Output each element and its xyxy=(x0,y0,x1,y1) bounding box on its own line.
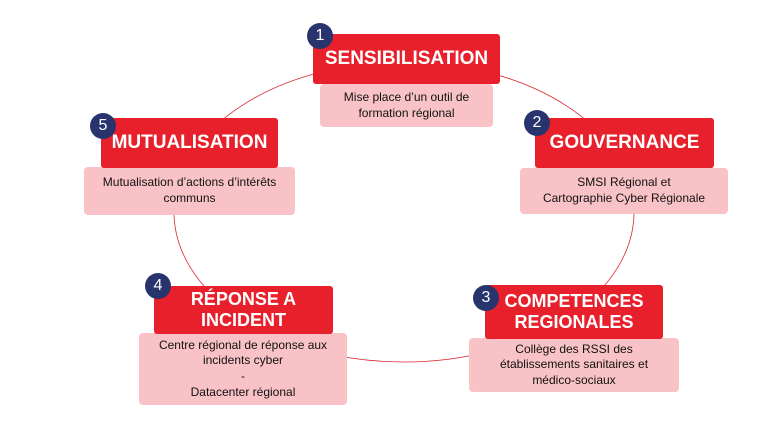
step-1-desc-line: Mise place d’un outil de xyxy=(343,89,470,104)
step-5-desc-line: Mutualisation d’actions d’intérêts xyxy=(102,175,277,190)
step-1-desc-line: formation régional xyxy=(358,105,455,120)
step-2-title: GOUVERNANCE xyxy=(535,118,714,168)
step-1-title: SENSIBILISATION xyxy=(313,34,500,84)
step-4-number-badge: 4 xyxy=(145,273,171,299)
step-1-description: Mise place d’un outil de formation régio… xyxy=(320,84,493,127)
step-4-number: 4 xyxy=(153,277,163,294)
step-5-number: 5 xyxy=(98,117,108,134)
step-2-title-text: GOUVERNANCE xyxy=(549,132,700,154)
step-4-desc-line: Centre régional de réponse aux xyxy=(158,337,328,352)
step-4-title: RÉPONSE A INCIDENT xyxy=(154,286,333,334)
step-4-desc-line: incidents cyber xyxy=(202,353,284,368)
step-2-desc-line: SMSI Régional et xyxy=(577,175,671,190)
step-2-desc-line: Cartographie Cyber Régionale xyxy=(542,191,706,205)
step-3-title: COMPETENCES REGIONALES xyxy=(485,285,663,339)
step-3-desc-line: médico-sociaux xyxy=(532,372,616,387)
step-2-number-badge: 2 xyxy=(524,110,550,136)
step-2-description: SMSI Régional et Cartographie Cyber Régi… xyxy=(520,168,728,214)
step-5-description: Mutualisation d’actions d’intérêts commu… xyxy=(84,167,295,215)
step-1-title-text: SENSIBILISATION xyxy=(324,48,489,70)
step-3-number-badge: 3 xyxy=(473,285,499,311)
step-4-desc-line: Datacenter régional xyxy=(190,384,296,399)
step-4-description: Centre régional de réponse aux incidents… xyxy=(139,333,347,405)
step-1-number-badge: 1 xyxy=(307,23,333,49)
step-3-title-text: COMPETENCES REGIONALES xyxy=(504,291,644,332)
step-3-description: Collège des RSSI des établissements sani… xyxy=(469,338,679,392)
step-4-desc-line: - xyxy=(241,369,245,383)
step-5-number-badge: 5 xyxy=(90,113,116,139)
step-3-desc-line: Collège des RSSI des xyxy=(515,341,633,356)
step-1-number: 1 xyxy=(315,27,325,44)
step-2-number: 2 xyxy=(532,114,542,131)
step-3-desc-line: établissements sanitaires et xyxy=(499,357,649,372)
step-3-number: 3 xyxy=(481,289,491,306)
step-5-desc-line: communs xyxy=(163,191,216,205)
step-4-title-text: RÉPONSE A INCIDENT xyxy=(190,289,297,330)
step-5-title-text: MUTUALISATION xyxy=(111,132,268,154)
step-5-title: MUTUALISATION xyxy=(101,118,278,168)
